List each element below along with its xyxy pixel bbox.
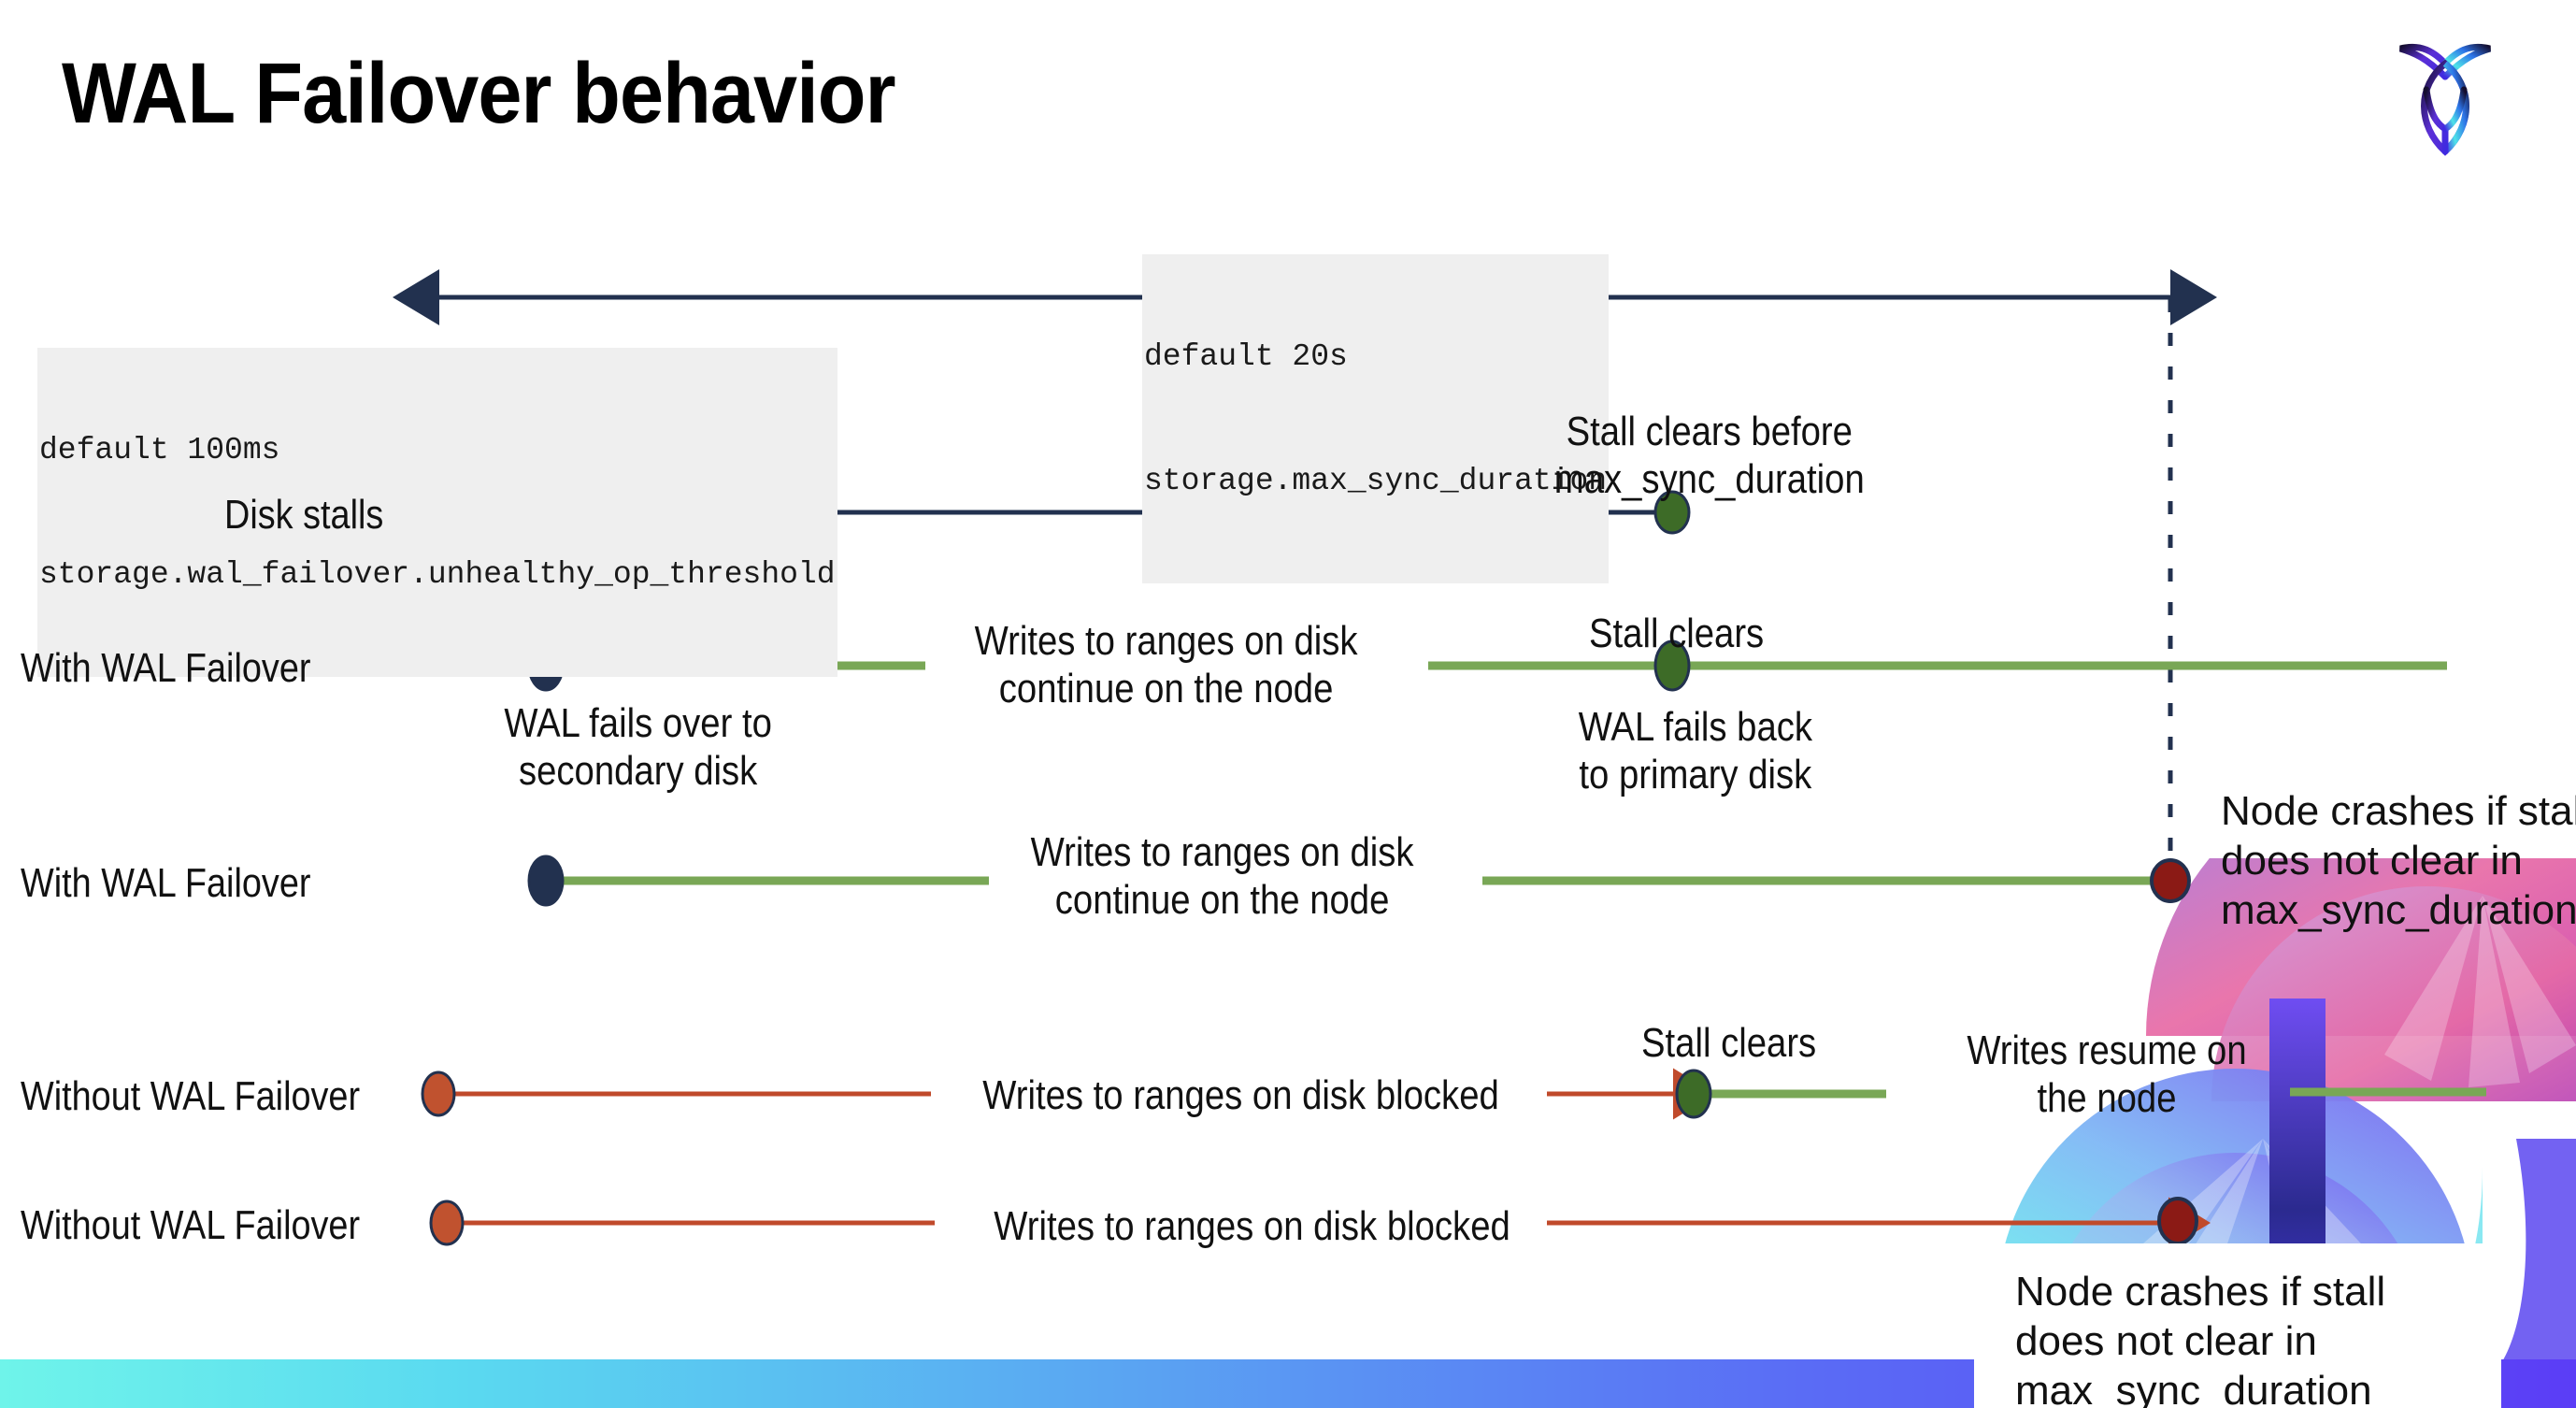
page-title: WAL Failover behavior — [62, 46, 896, 141]
anno-wal-fails-back: WAL fails back to primary disk — [1579, 703, 1812, 798]
anno-writes-continue-1-line2: continue on the node — [998, 666, 1334, 712]
row-label-with-wal-failover-1: With WAL Failover — [21, 645, 311, 691]
dot-stall-start-c — [421, 1070, 456, 1117]
callout-node-crashes-2-line3: max_sync_duration — [2015, 1367, 2372, 1408]
callout-node-crashes-2-line1: Node crashes if stall — [2015, 1269, 2386, 1315]
anno-wal-fails-back-line2: to primary disk — [1579, 752, 1812, 798]
anno-wal-fails-over: WAL fails over to secondary disk — [504, 699, 771, 795]
callout-node-crashes-1: Node crashes if stall does not clear in … — [2221, 787, 2576, 935]
row-with-failover-b-track — [527, 855, 2191, 907]
anno-writes-continue-1-line1: Writes to ranges on disk — [974, 618, 1358, 664]
dot-stall-clears-c — [1675, 1069, 1712, 1119]
anno-writes-blocked-1: Writes to ranges on disk blocked — [982, 1072, 1499, 1118]
row-label-without-wal-failover-1: Without WAL Failover — [21, 1073, 361, 1119]
anno-writes-continue-2-line2: continue on the node — [1054, 877, 1390, 924]
anno-wal-fails-over-line1: WAL fails over to — [504, 700, 772, 746]
callout-node-crashes-1-line1: Node crashes if stall — [2221, 788, 2576, 834]
anno-stall-clears-before-line2: max_sync_duration — [1553, 456, 1865, 503]
setting-unhealthy-op-threshold: default 100ms storage.wal_failover.unhea… — [37, 348, 837, 678]
anno-stall-clears-before: Stall clears before max_sync_duration — [1554, 408, 1865, 503]
row-without-failover-b-track — [429, 1197, 2211, 1249]
setting-max-sync-default: default 20s — [1142, 336, 1350, 379]
anno-stall-clears-row4: Stall clears — [1640, 1020, 1817, 1066]
callout-node-crashes-1-line3: max_sync_duration — [2221, 886, 2576, 933]
dot-stall-clears-a — [1653, 639, 1691, 692]
dot-node-crash-d — [2157, 1197, 2198, 1245]
anno-wal-fails-over-line2: secondary disk — [518, 748, 758, 795]
setting-max-sync-duration: default 20s storage.max_sync_duration — [1142, 254, 1610, 584]
row-label-disk-stalls: Disk stalls — [224, 492, 384, 538]
setting-max-sync-name: storage.max_sync_duration — [1142, 459, 1610, 503]
dot-failover-begin-b — [527, 855, 565, 907]
anno-stall-clears-before-line1: Stall clears before — [1566, 409, 1853, 454]
anno-writes-resume-line1: Writes resume on — [1967, 1027, 2247, 1073]
anno-writes-resume-line2: the node — [2037, 1075, 2177, 1122]
anno-wal-fails-back-line1: WAL fails back — [1578, 704, 1813, 750]
callout-node-crashes-1-line2: does not clear in — [2221, 837, 2523, 884]
setting-unhealthy-name: storage.wal_failover.unhealthy_op_thresh… — [37, 553, 837, 596]
anno-writes-blocked-2: Writes to ranges on disk blocked — [994, 1203, 1510, 1249]
anno-writes-continue-1: Writes to ranges on disk continue on the… — [975, 617, 1358, 712]
dot-node-crash-b — [2150, 858, 2191, 903]
setting-unhealthy-default: default 100ms — [37, 429, 282, 472]
anno-stall-clears-row2: Stall clears — [1588, 611, 1765, 656]
dot-stall-clears — [1653, 490, 1691, 535]
cockroachdb-logo — [2385, 32, 2505, 163]
anno-writes-resume: Writes resume on the node — [1967, 1027, 2246, 1122]
row-label-with-wal-failover-2: With WAL Failover — [21, 860, 311, 906]
callout-node-crashes-2-line2: does not clear in — [2015, 1317, 2317, 1364]
row-without-failover-a-track — [421, 1068, 2486, 1120]
dot-stall-start-d — [429, 1200, 465, 1246]
anno-writes-continue-2: Writes to ranges on disk continue on the… — [1031, 828, 1414, 924]
callout-node-crashes-2: Node crashes if stall does not clear in … — [1974, 1243, 2501, 1408]
row-label-without-wal-failover-2: Without WAL Failover — [21, 1202, 361, 1248]
anno-writes-continue-2-line1: Writes to ranges on disk — [1030, 829, 1414, 875]
